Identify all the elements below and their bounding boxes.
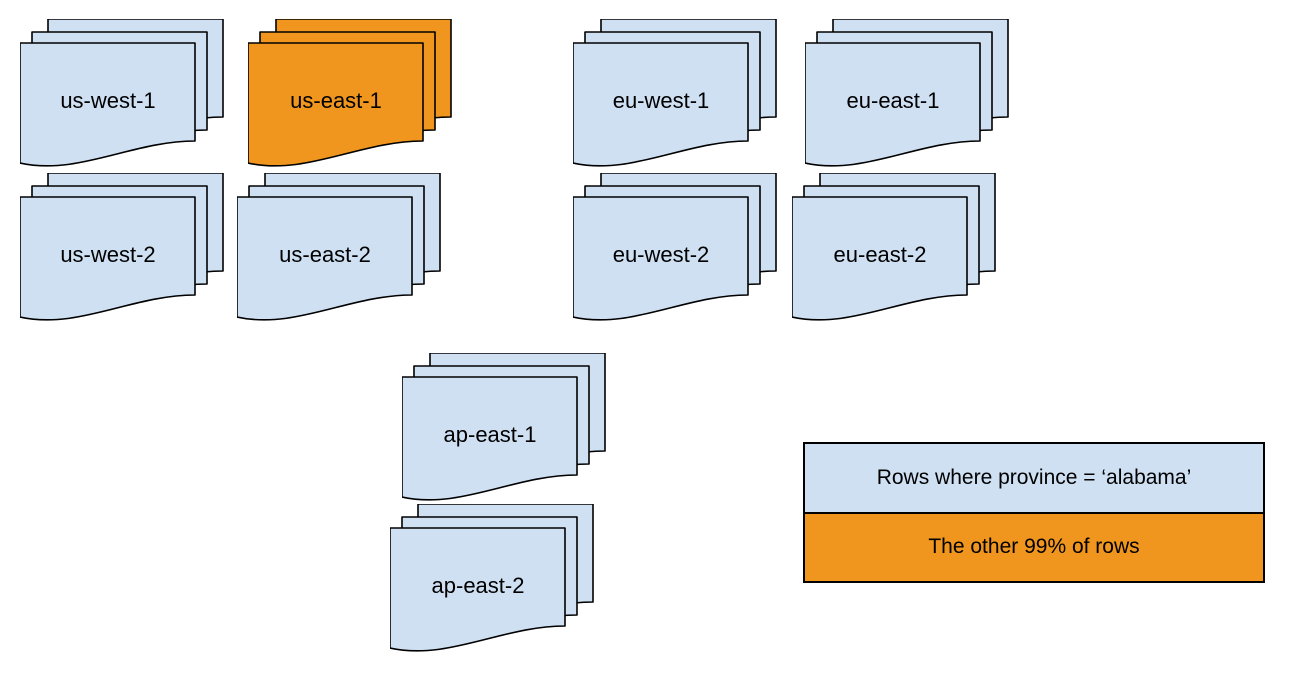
document-page-front xyxy=(805,42,981,167)
document-page-front xyxy=(20,42,196,167)
region-stack-us-east-2: us-east-2 xyxy=(237,173,441,331)
legend: Rows where province = ‘alabama’ The othe… xyxy=(803,442,1265,583)
region-stack-label: eu-west-2 xyxy=(613,242,710,267)
document-page-front xyxy=(792,196,968,321)
legend-item-alabama-rows: Rows where province = ‘alabama’ xyxy=(805,444,1263,512)
document-page-front xyxy=(573,42,749,167)
region-stack-label: us-west-1 xyxy=(60,88,155,113)
legend-item-label: Rows where province = ‘alabama’ xyxy=(876,465,1192,489)
region-stack-ap-east-2: ap-east-2 xyxy=(390,504,594,662)
region-stack-us-west-2: us-west-2 xyxy=(20,173,224,331)
document-page-front xyxy=(248,42,424,167)
region-stack-label: eu-west-1 xyxy=(613,88,710,113)
region-stack-us-west-1: us-west-1 xyxy=(20,19,224,177)
region-stack-eu-east-2: eu-east-2 xyxy=(792,173,996,331)
document-page-front xyxy=(237,196,413,321)
region-stack-label: us-east-2 xyxy=(279,242,371,267)
region-stack-label: us-east-1 xyxy=(290,88,382,113)
region-stack-label: ap-east-1 xyxy=(444,422,537,447)
region-stack-label: us-west-2 xyxy=(60,242,155,267)
region-stack-eu-east-1: eu-east-1 xyxy=(805,19,1009,177)
region-stack-label: eu-east-1 xyxy=(847,88,940,113)
document-page-front xyxy=(402,376,578,501)
legend-item-label: The other 99% of rows xyxy=(928,535,1140,559)
region-stack-label: eu-east-2 xyxy=(834,242,927,267)
region-stack-ap-east-1: ap-east-1 xyxy=(402,353,606,511)
legend-item-other-rows: The other 99% of rows xyxy=(805,511,1263,581)
region-stack-eu-west-1: eu-west-1 xyxy=(573,19,777,177)
region-stack-us-east-1: us-east-1 xyxy=(248,19,452,177)
region-stack-label: ap-east-2 xyxy=(432,573,525,598)
document-page-front xyxy=(20,196,196,321)
document-page-front xyxy=(573,196,749,321)
document-page-front xyxy=(390,527,566,652)
region-stack-eu-west-2: eu-west-2 xyxy=(573,173,777,331)
